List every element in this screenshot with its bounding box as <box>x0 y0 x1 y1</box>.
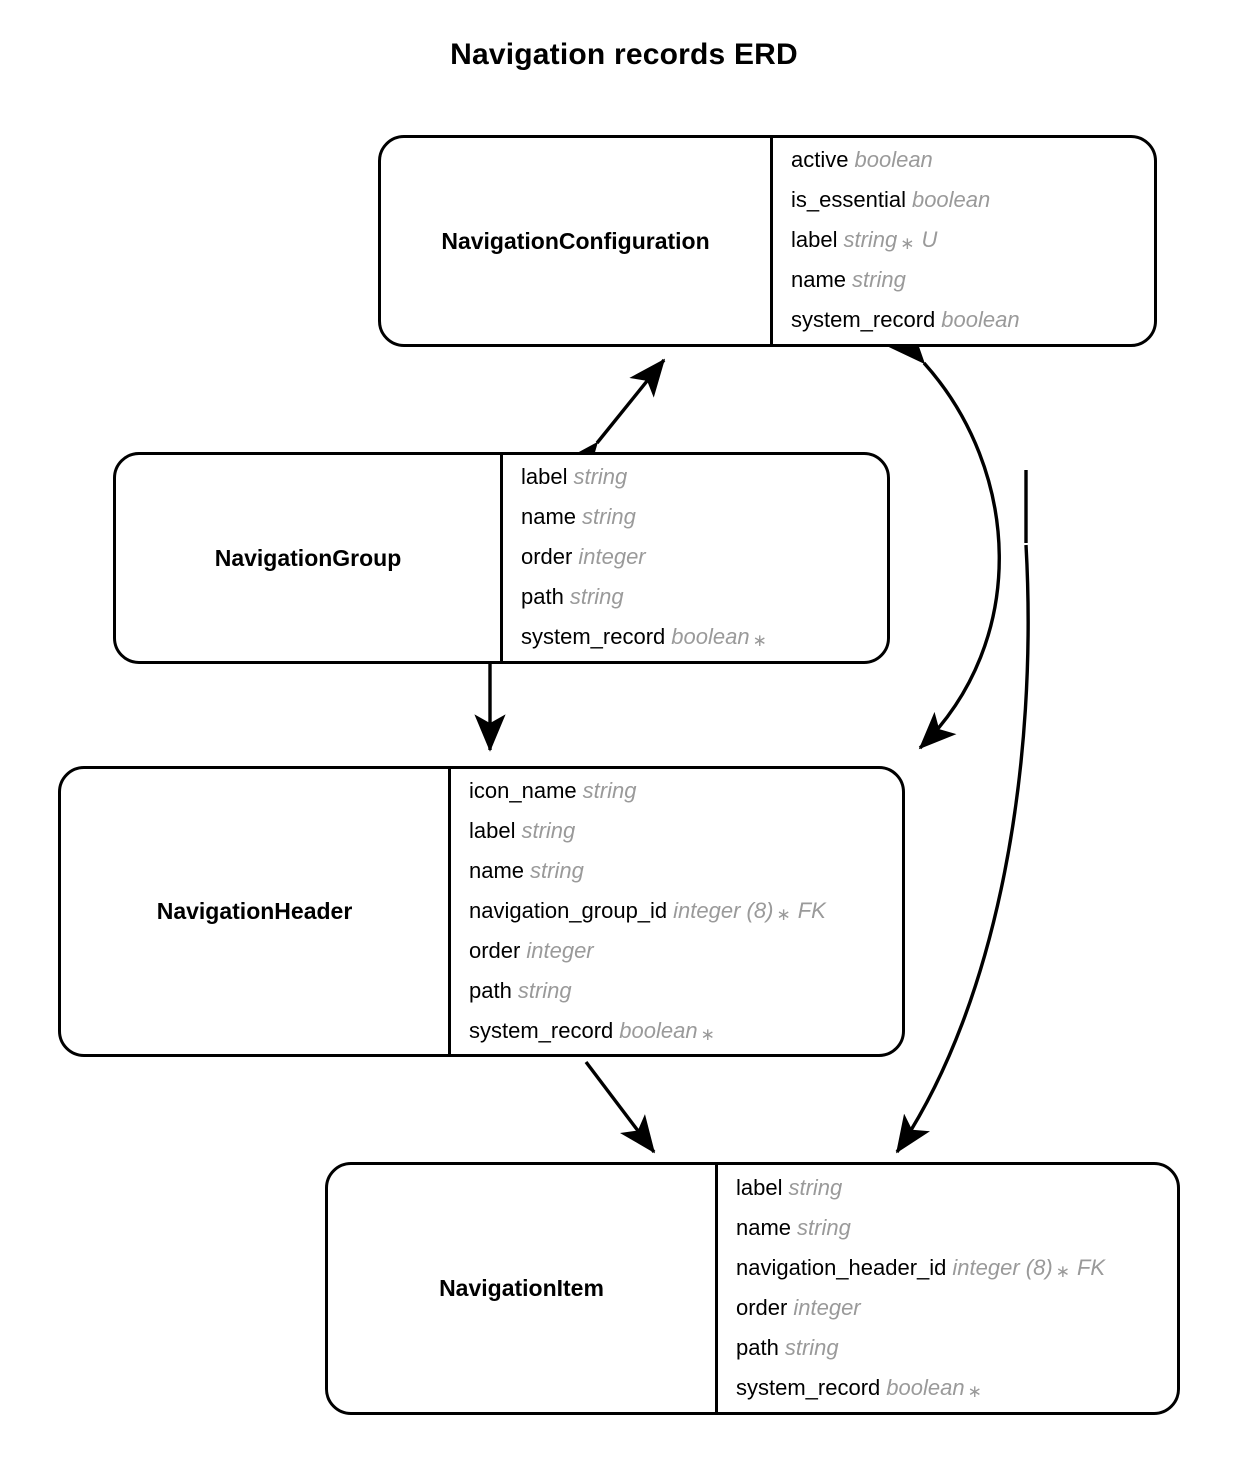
attribute-name: is_essential <box>791 187 906 212</box>
entity-name-cell: NavigationConfiguration <box>381 138 770 344</box>
attribute-name: path <box>469 977 512 1003</box>
attribute-name: path <box>736 1334 779 1360</box>
attribute-name: navigation_group_id <box>469 897 668 923</box>
attribute-key-flag: FK <box>797 897 826 923</box>
attribute-name: system_record <box>521 624 666 649</box>
attribute-required-marker: ∗ <box>900 234 915 253</box>
attribute-name: icon_name <box>469 777 577 803</box>
attribute-type: boolean <box>886 1374 965 1400</box>
connector-config-group <box>562 358 666 481</box>
attribute-name: active <box>791 147 849 172</box>
attribute-type: integer <box>793 1294 861 1320</box>
attribute-name: navigation_header_id <box>736 1254 947 1280</box>
entity-title: NavigationGroup <box>214 544 402 571</box>
attribute-type: string <box>569 584 624 609</box>
attribute-type: boolean <box>854 147 933 172</box>
attribute-key-flag: FK <box>1076 1254 1106 1280</box>
attribute-name: label <box>521 464 568 489</box>
attribute-required-marker: ∗ <box>700 1024 715 1044</box>
attribute-name: label <box>736 1174 783 1200</box>
attribute-type: integer (8) <box>673 897 774 923</box>
attribute-type: integer <box>526 937 594 963</box>
attribute-type: boolean <box>941 307 1020 332</box>
attribute-type: string <box>517 977 572 1003</box>
attribute-required-marker: ∗ <box>967 1381 982 1401</box>
entity-name-cell: NavigationHeader <box>61 769 448 1054</box>
attribute-required-marker: ∗ <box>1055 1261 1070 1281</box>
attribute-name: system_record <box>736 1374 881 1400</box>
attribute-name: order <box>736 1294 788 1320</box>
attribute-required-marker: ∗ <box>752 631 767 650</box>
attribute-name: name <box>521 504 577 529</box>
attribute-type: string <box>582 504 636 529</box>
attribute-name: order <box>469 937 521 963</box>
attribute-type: string <box>573 464 628 489</box>
entity-name-cell: NavigationItem <box>328 1165 715 1412</box>
attribute-type: string <box>797 1214 851 1240</box>
attribute-type: boolean <box>619 1017 698 1043</box>
attribute-type: boolean <box>911 187 991 212</box>
entity-title: NavigationConfiguration <box>441 227 710 254</box>
page-title: Navigation records ERD <box>450 38 798 71</box>
attribute-type: integer <box>578 544 646 569</box>
attribute-name: name <box>791 267 847 292</box>
attribute-type: boolean <box>671 624 750 649</box>
entity-title: NavigationItem <box>439 1275 604 1301</box>
attribute-type: string <box>582 777 637 803</box>
attribute-type: string <box>530 857 584 883</box>
attribute-name: label <box>791 227 838 252</box>
attribute-type: integer (8) <box>952 1254 1053 1280</box>
attribute-type: string <box>521 817 576 843</box>
attribute-name: name <box>469 857 525 883</box>
connector-header-item <box>584 1060 656 1154</box>
attribute-required-marker: ∗ <box>776 904 791 924</box>
attribute-name: order <box>521 544 573 569</box>
connector-config-item <box>895 470 1030 1154</box>
attribute-type: string <box>788 1174 843 1200</box>
attribute-type: string <box>852 267 906 292</box>
connector-config-header <box>888 325 1001 750</box>
entity-title: NavigationHeader <box>156 898 353 924</box>
attribute-name: system_record <box>469 1017 614 1043</box>
attribute-key-flag: U <box>921 227 938 252</box>
attribute-type: string <box>784 1334 839 1360</box>
attribute-name: path <box>521 584 564 609</box>
attribute-name: system_record <box>791 307 936 332</box>
attribute-name: label <box>469 817 516 843</box>
attribute-type: string <box>843 227 898 252</box>
attribute-name: name <box>736 1214 792 1240</box>
entity-name-cell: NavigationGroup <box>116 455 500 661</box>
